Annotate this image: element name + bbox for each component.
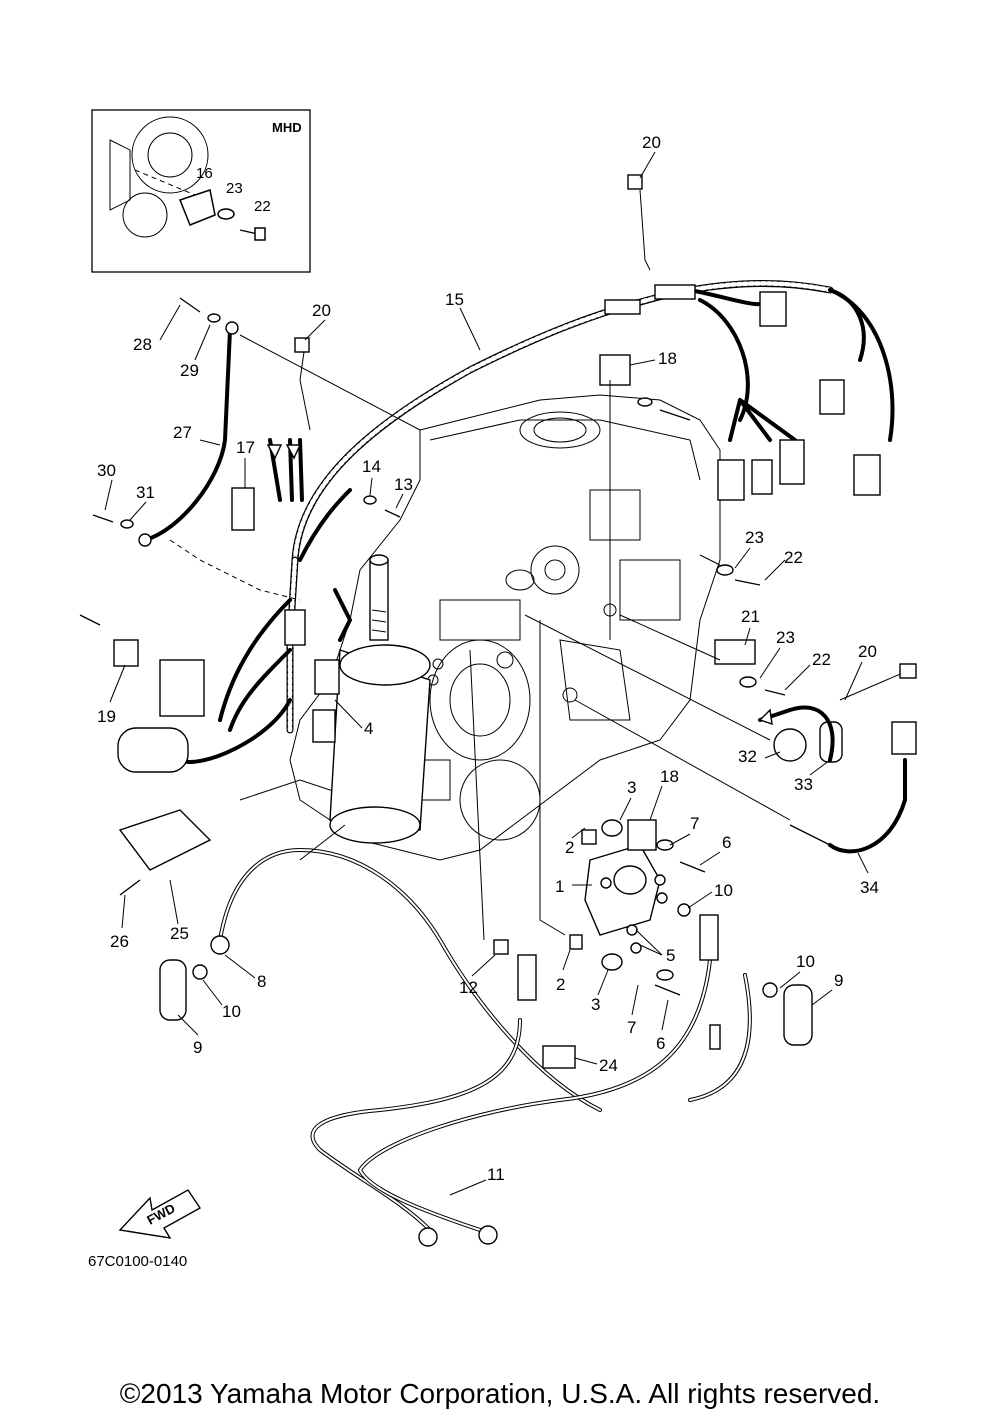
callout-5: 5 [666,946,675,965]
connector-icon [751,459,773,495]
starter-motor [329,554,431,844]
connector-icon [819,379,845,415]
callout-7: 7 [690,814,699,833]
callout-2: 2 [556,975,565,994]
callout-22: 22 [812,650,831,669]
clamp-21-icon [714,639,756,665]
sensor-connector-icon [891,721,917,755]
callout-2: 2 [565,838,574,857]
callout-10: 10 [714,881,733,900]
connector-icon [779,439,805,485]
relay-1 [584,844,668,954]
fwd-arrow: FWD [118,1189,202,1239]
clamp-18-icon [627,819,657,851]
callout-6: 6 [722,833,731,852]
callout-26: 26 [110,932,129,951]
callout-10: 10 [796,952,815,971]
washer-icon [217,208,235,220]
diagram-code: 67C0100-0140 [88,1253,187,1270]
callout-3: 3 [627,778,636,797]
connector-icon [312,709,336,743]
callout-9: 9 [834,971,843,990]
callouts: 16 23 22 20 15 18 20 28 29 27 17 30 31 1… [97,133,879,1196]
callout-29: 29 [180,361,199,380]
callout-14: 14 [362,457,381,476]
copyright-notice: ©2013 Yamaha Motor Corporation, U.S.A. A… [119,1378,881,1409]
clamp-24-icon [542,1045,576,1069]
callout-8: 8 [257,972,266,991]
connector-icon [314,659,340,695]
callout-23: 23 [745,528,764,547]
callout-inset-23: 23 [226,180,243,197]
callout-34: 34 [860,878,879,897]
clamp-16-icon [179,189,216,226]
callout-23: 23 [776,628,795,647]
callout-28: 28 [133,335,152,354]
callout-24: 24 [599,1056,618,1075]
small-parts [79,174,917,1069]
clamp-19-icon [113,639,139,667]
callout-20: 20 [312,301,331,320]
connector-icon [717,459,745,501]
bracket-25-icon [118,809,212,871]
callout-31: 31 [136,483,155,502]
callout-10: 10 [222,1002,241,1021]
battery-cable-11 [310,914,752,1247]
callout-7: 7 [627,1018,636,1037]
callout-27: 27 [173,423,192,442]
callout-18: 18 [660,767,679,786]
callout-32: 32 [738,747,757,766]
callout-33: 33 [794,775,813,794]
callout-17: 17 [236,438,255,457]
callout-22: 22 [784,548,803,567]
callout-18: 18 [658,349,677,368]
callout-25: 25 [170,924,189,943]
callout-19: 19 [97,707,116,726]
engine-block [239,394,721,861]
rectifier-icon [159,659,205,717]
callout-inset-16: 16 [196,165,213,182]
battery-cable-8 [210,847,602,1112]
terminal-boot-icon [517,954,537,1001]
callout-13: 13 [394,475,413,494]
terminal-boot-icon [699,914,719,961]
terminal-cover-9-icon [159,959,187,1021]
callout-30: 30 [97,461,116,480]
terminal-cover-9-icon [783,984,813,1046]
callout-4: 4 [364,719,373,738]
connector-icon [853,454,881,496]
callout-1: 1 [555,877,564,896]
inset-mhd: MHD [91,109,311,273]
leader-lines [169,334,791,941]
bolt-icon [254,227,266,241]
connector-icon [759,291,787,327]
callout-20: 20 [858,642,877,661]
callout-21: 21 [741,607,760,626]
callout-15: 15 [445,290,464,309]
callout-6: 6 [656,1034,665,1053]
clamp-18-icon [599,354,631,386]
callout-3: 3 [591,995,600,1014]
callout-inset-22: 22 [254,198,271,215]
callout-20: 20 [642,133,661,152]
callout-11: 11 [487,1165,505,1184]
connector-plug-icon [117,727,189,773]
terminal-17-icon [231,487,255,531]
callout-12: 12 [459,978,478,997]
wire-harness [178,279,895,764]
inset-title: MHD [272,120,302,135]
callout-9: 9 [193,1038,202,1057]
knock-sensor-icon [773,728,807,762]
